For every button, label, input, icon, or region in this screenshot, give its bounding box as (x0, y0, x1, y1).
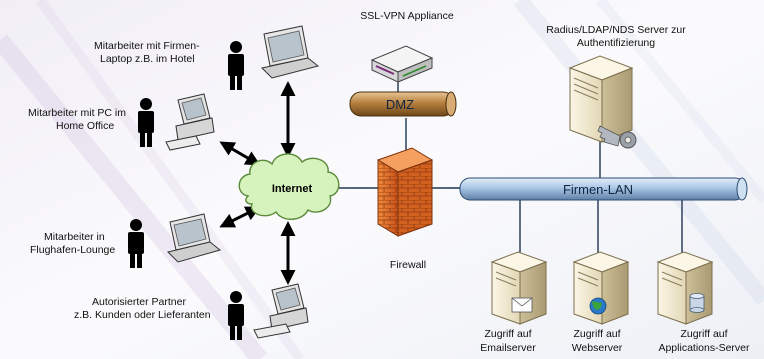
desktop-pc-icon-homeoffice (165, 93, 215, 151)
firmen-lan-label: Firmen-LAN (563, 182, 633, 197)
envelope-icon (511, 297, 533, 313)
email-label-line1: Zugriff auf (484, 328, 531, 340)
person-icon-partner (228, 291, 244, 340)
dmz-bus: DMZ (349, 91, 457, 117)
web-label-line2: Webserver (572, 342, 623, 354)
radius-label-line2: Authentifizierung (577, 37, 655, 49)
ssl-vpn-label: SSL-VPN Appliance (360, 10, 454, 22)
firmen-lan-bus: Firmen-LAN (459, 177, 748, 201)
arrow-homeoffice (219, 141, 261, 166)
internet-cloud-icon (238, 153, 340, 220)
homeoffice-label-line1: Mitarbeiter mit PC im (28, 107, 126, 119)
email-label-line2: Emailserver (480, 342, 536, 354)
laptop-icon-hotel (260, 25, 320, 79)
app-label-line1: Zugriff auf (680, 328, 727, 340)
app-label-line2: Applications-Server (658, 342, 750, 354)
homeoffice-label-line2: Home Office (56, 120, 114, 132)
firewall-label: Firewall (390, 259, 426, 271)
person-icon-homeoffice (138, 98, 154, 147)
internet-label: Internet (272, 183, 313, 195)
arrow-lounge (219, 206, 261, 228)
partner-label-line1: Autorisierter Partner (92, 296, 186, 308)
hotel-label-line1: Mitarbeiter mit Firmen- (94, 40, 200, 52)
ssl-vpn-appliance-icon (370, 45, 434, 83)
connection-arrows (219, 81, 296, 285)
partner-label-line2: z.B. Kunden oder Lieferanten (74, 309, 211, 321)
network-links (336, 82, 683, 258)
lounge-label-line2: Flughafen-Lounge (30, 244, 115, 256)
laptop-icon-lounge (167, 213, 222, 263)
firewall-icon (376, 147, 434, 237)
applications-server-icon (656, 251, 714, 325)
person-icon-hotel (228, 41, 244, 90)
globe-icon (589, 297, 607, 315)
web-server-icon (572, 251, 630, 325)
radius-label-line1: Radius/LDAP/NDS Server zur (546, 24, 686, 36)
desktop-pc-icon-partner (253, 283, 309, 339)
radius-server-icon (568, 55, 634, 143)
email-server-icon (490, 251, 548, 325)
key-icon (597, 125, 637, 149)
hotel-label-line2: Laptop z.B. im Hotel (100, 53, 195, 65)
lounge-label-line1: Mitarbeiter in (44, 231, 105, 243)
dmz-label: DMZ (386, 97, 414, 112)
web-label-line1: Zugriff auf (573, 328, 620, 340)
database-icon (689, 293, 705, 313)
person-icon-lounge (128, 219, 144, 268)
